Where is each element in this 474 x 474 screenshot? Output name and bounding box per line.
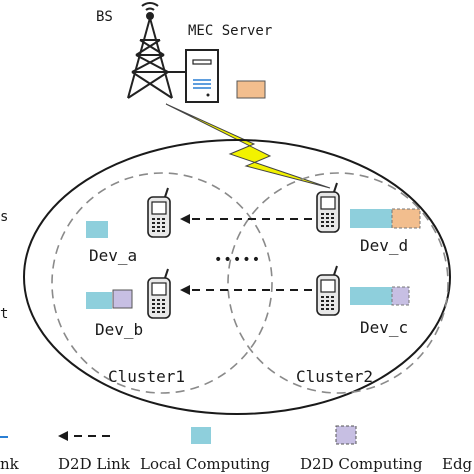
wireless-link-bolt-icon: [165, 103, 331, 189]
dev-c-label: Dev_c: [360, 318, 408, 337]
cluster2-boundary: [227, 172, 449, 394]
legend-d2d-link-label: D2D Link: [58, 455, 131, 473]
dev-a-local-task: [86, 221, 108, 238]
dev-d-phone-icon: [316, 182, 340, 233]
dev-b-label: Dev_b: [95, 320, 143, 339]
mec-server-icon: [185, 49, 219, 103]
legend-local-computing-swatch: [191, 427, 211, 444]
dev-b-d2d-task: [112, 289, 133, 309]
cluster1-boundary: [51, 172, 273, 394]
bs-label: BS: [96, 9, 113, 25]
dev-d-edge-task: [391, 208, 421, 229]
legend-link-partial-label: nk: [0, 455, 20, 473]
cluster2-label: Cluster2: [296, 367, 373, 386]
legend-d2d-computing-label: D2D Computing: [300, 455, 423, 473]
left-cropped-text-1: s: [0, 209, 8, 225]
dev-d-label: Dev_d: [360, 236, 408, 255]
more-devices-ellipsis: •••••: [214, 252, 261, 268]
base-station-tower-icon: [127, 2, 173, 99]
dev-c-d2d-task: [391, 286, 410, 306]
dev-d-local-task: [350, 209, 392, 228]
cluster1-label: Cluster1: [108, 367, 185, 386]
mec-server-label: MEC Server: [188, 23, 272, 39]
legend-d2d-computing-swatch: [335, 425, 357, 445]
left-cropped-text-2: t: [0, 306, 8, 322]
legend-local-computing-label: Local Computing: [140, 455, 270, 473]
dev-b-phone-icon: [147, 268, 171, 319]
network-area-ellipse: [23, 139, 451, 415]
dev-a-phone-icon: [147, 187, 171, 238]
dev-c-phone-icon: [316, 265, 340, 316]
dev-a-label: Dev_a: [89, 246, 137, 265]
dev-b-local-task: [86, 292, 112, 309]
legend-edge-partial-label: Edg: [442, 455, 473, 473]
dev-c-local-task: [350, 287, 392, 305]
edge-computing-task: [236, 80, 266, 99]
